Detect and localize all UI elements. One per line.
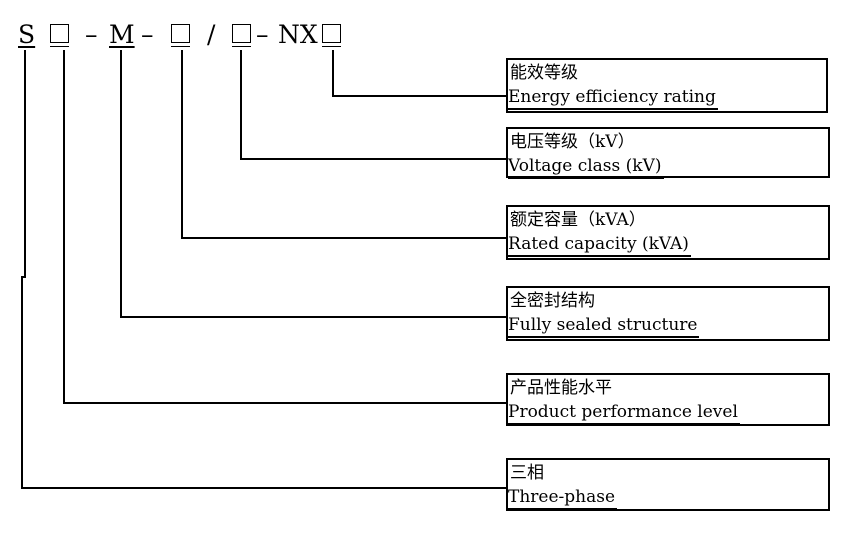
label-en: Voltage class (kV): [508, 155, 664, 179]
connector-phase-vertical-bottom: [21, 276, 23, 489]
connector-phase-vertical-top: [24, 50, 26, 278]
label-energy-efficiency: 能效等级 Energy efficiency rating: [506, 58, 828, 113]
label-cn: 额定容量（kVA）: [510, 210, 646, 230]
model-code: S – M – / – NX: [0, 20, 850, 54]
placeholder-box-icon: [322, 24, 341, 43]
label-en: Rated capacity (kVA): [508, 233, 691, 257]
connector-phase-jog: [21, 276, 26, 278]
label-cn: 电压等级（kV）: [510, 132, 635, 152]
connector-capacity-horizontal: [181, 237, 508, 239]
label-rated-capacity: 额定容量（kVA） Rated capacity (kVA): [506, 205, 830, 260]
code-slash: /: [207, 20, 216, 49]
label-voltage-class: 电压等级（kV） Voltage class (kV): [506, 127, 830, 179]
connector-sealed-horizontal: [120, 316, 508, 318]
code-dash-2: –: [141, 20, 154, 49]
connector-performance-horizontal: [63, 402, 508, 404]
label-performance-level: 产品性能水平 Product performance level: [506, 373, 830, 426]
placeholder-box-icon: [171, 24, 190, 43]
label-en: Three-phase: [508, 486, 618, 510]
connector-voltage-horizontal: [240, 158, 508, 160]
code-box-voltage: [232, 24, 251, 47]
code-nx: NX: [278, 20, 318, 49]
label-cn: 三相: [510, 463, 544, 483]
connector-sealed-vertical: [120, 50, 122, 318]
code-m: M: [109, 20, 135, 49]
connector-phase-horizontal: [21, 487, 508, 489]
label-sealed-structure: 全密封结构 Fully sealed structure: [506, 286, 830, 341]
code-box-capacity: [171, 24, 190, 47]
label-cn: 全密封结构: [510, 291, 595, 311]
placeholder-box-icon: [232, 24, 251, 43]
code-dash-3: –: [256, 20, 269, 49]
placeholder-box-icon: [50, 24, 69, 43]
label-three-phase: 三相 Three-phase: [506, 458, 830, 511]
label-en: Energy efficiency rating: [508, 86, 718, 110]
code-dash-1: –: [85, 20, 98, 49]
code-box-efficiency: [322, 24, 341, 47]
label-en: Fully sealed structure: [508, 314, 700, 338]
label-cn: 产品性能水平: [510, 378, 612, 398]
connector-performance-vertical: [63, 50, 65, 404]
label-en: Product performance level: [508, 401, 740, 425]
connector-capacity-vertical: [181, 50, 183, 239]
connector-efficiency-vertical: [332, 50, 334, 97]
connector-efficiency-horizontal: [332, 95, 508, 97]
code-s: S: [18, 20, 36, 49]
connector-voltage-vertical: [240, 50, 242, 160]
code-box-performance: [50, 24, 69, 47]
label-cn: 能效等级: [510, 63, 578, 83]
